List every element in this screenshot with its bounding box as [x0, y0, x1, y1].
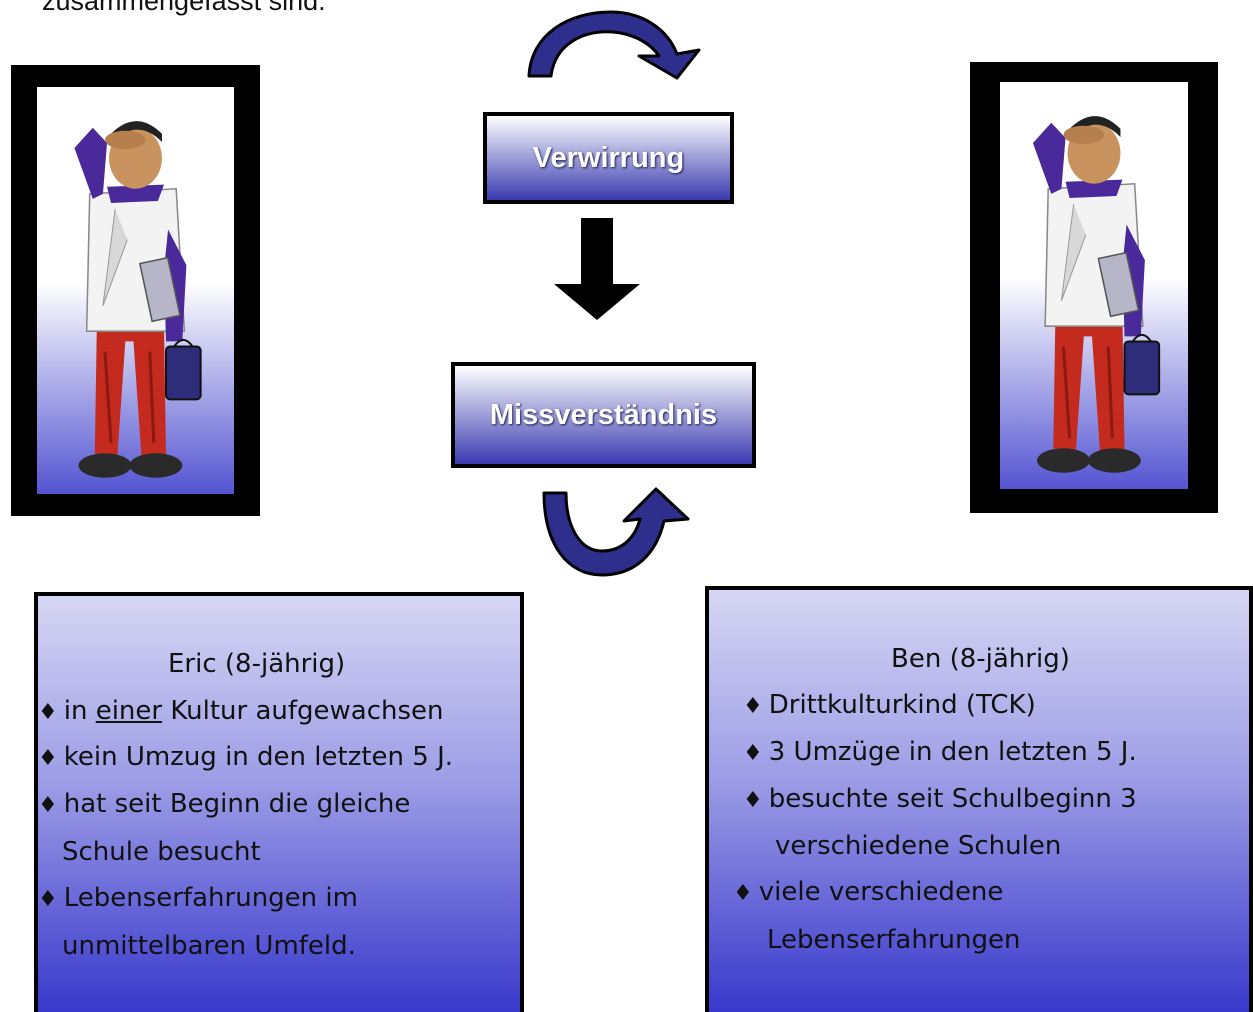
ben-item-1: ♦Drittkulturkind (TCK) — [743, 690, 1036, 720]
ben-item-3: ♦besuchte seit Schulbeginn 3 — [743, 784, 1137, 814]
curved-arrow-up-icon — [542, 487, 690, 577]
eric-item-1-underlined: einer — [95, 696, 163, 726]
diamond-bullet-icon: ♦ — [733, 881, 753, 906]
eric-item-4: ♦Lebenserfahrungen im — [38, 883, 358, 913]
confused-boy-figure — [1032, 116, 1161, 473]
ben-item-4: ♦viele verschiedene — [733, 877, 1003, 907]
eric-panel: Eric (8-jährig) ♦in einer Kultur aufgewa… — [34, 592, 524, 1012]
ben-item-4-cont: Lebenserfahrungen — [767, 925, 1021, 955]
diamond-bullet-icon: ♦ — [743, 694, 763, 719]
eric-item-3-text: hat seit Beginn die gleiche — [63, 789, 411, 819]
ben-panel: Ben (8-jährig) ♦Drittkulturkind (TCK) ♦3… — [705, 586, 1253, 1012]
ben-item-3-cont: verschiedene Schulen — [775, 831, 1062, 861]
diamond-bullet-icon: ♦ — [38, 887, 58, 912]
ben-item-3-text: besuchte seit Schulbeginn 3 — [768, 784, 1137, 814]
ben-item-1-text: Drittkulturkind (TCK) — [768, 690, 1036, 720]
eric-item-1-pre: in — [63, 696, 96, 726]
ben-title: Ben (8-jährig) — [891, 644, 1070, 674]
ben-item-2: ♦3 Umzüge in den letzten 5 J. — [743, 737, 1137, 767]
eric-item-4-text: Lebenserfahrungen im — [63, 883, 358, 913]
ben-item-4-text: viele verschiedene — [758, 877, 1004, 907]
diamond-bullet-icon: ♦ — [38, 793, 58, 818]
down-arrow-icon — [554, 218, 640, 320]
diamond-bullet-icon: ♦ — [743, 741, 763, 766]
portrait-right — [970, 62, 1218, 513]
ben-item-2-text: 3 Umzüge in den letzten 5 J. — [768, 737, 1137, 767]
curved-arrow-clockwise-icon — [527, 10, 701, 80]
diamond-bullet-icon: ♦ — [743, 788, 763, 813]
eric-item-1: ♦in einer Kultur aufgewachsen — [38, 696, 444, 726]
eric-item-4-cont: unmittelbaren Umfeld. — [62, 931, 356, 961]
misunderstanding-box: Missverständnis — [451, 362, 756, 468]
diamond-bullet-icon: ♦ — [38, 700, 58, 725]
portrait-left — [11, 65, 260, 516]
eric-item-1-post: Kultur aufgewachsen — [162, 696, 444, 726]
intro-text: zusammengefasst sind. — [42, 0, 326, 16]
confused-boy-figure — [74, 121, 202, 478]
eric-item-2: ♦kein Umzug in den letzten 5 J. — [38, 742, 453, 772]
confusion-box: Verwirrung — [483, 112, 734, 204]
diamond-bullet-icon: ♦ — [38, 746, 58, 771]
eric-title: Eric (8-jährig) — [168, 649, 346, 679]
misunderstanding-label: Missverständnis — [489, 398, 718, 431]
eric-item-2-text: kein Umzug in den letzten 5 J. — [63, 742, 454, 772]
eric-item-3-cont: Schule besucht — [62, 837, 261, 867]
eric-item-3: ♦hat seit Beginn die gleiche — [38, 789, 410, 819]
confusion-label: Verwirrung — [532, 141, 685, 174]
